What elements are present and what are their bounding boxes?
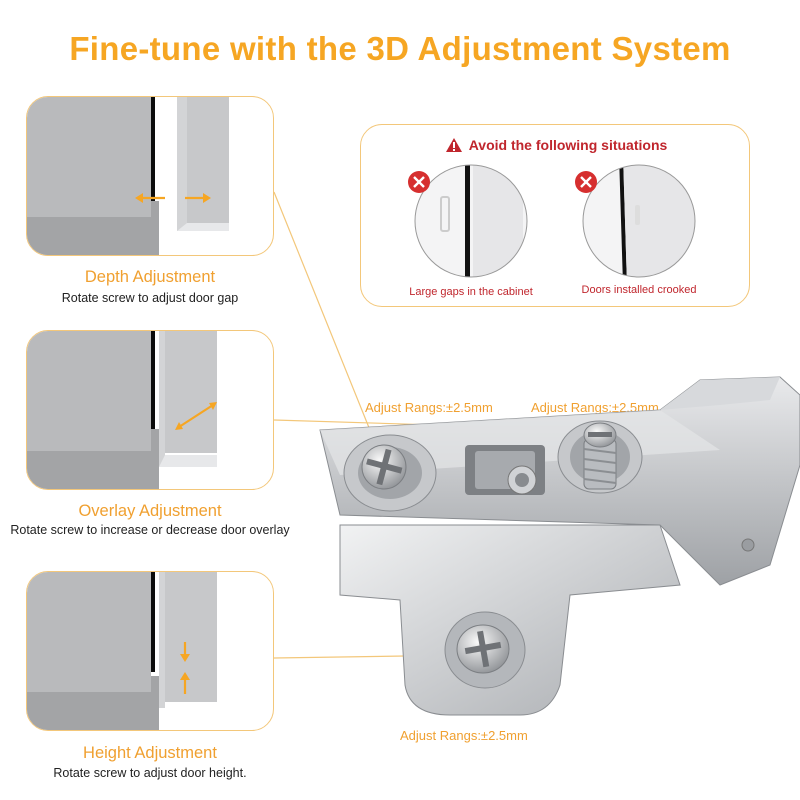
arrow-icon	[135, 193, 211, 203]
base-screw-range: Adjust Rangs:±2.5mm	[400, 728, 528, 743]
crooked-door-label: Doors installed crooked	[581, 284, 697, 296]
warning-heading: Avoid the following situations	[361, 137, 751, 153]
overlay-title: Overlay Adjustment	[78, 502, 222, 520]
page-title: Fine-tune with the 3D Adjustment System	[69, 30, 731, 67]
depth-title: Depth Adjustment	[84, 268, 216, 286]
crooked-door-image	[583, 165, 695, 277]
arrow-icon	[175, 402, 217, 430]
warning-box: Avoid the following situations	[360, 124, 750, 307]
x-mark-icon	[408, 171, 430, 193]
hinge-illustration	[319, 376, 800, 716]
height-title: Height Adjustment	[83, 744, 217, 762]
x-mark-icon	[575, 171, 597, 193]
depth-illustration	[27, 97, 229, 255]
warning-triangle-icon	[445, 138, 462, 152]
warning-illustrations	[408, 164, 696, 278]
large-gap-image	[415, 165, 527, 277]
height-illustration	[27, 572, 217, 730]
height-desc: Rotate screw to adjust door height.	[53, 766, 247, 780]
left-screw-range: Adjust Rangs:±2.5mm	[365, 400, 493, 415]
large-gap-label: Large gaps in the cabinet	[409, 286, 533, 298]
depth-panel	[26, 96, 274, 256]
overlay-desc: Rotate screw to increase or decrease doo…	[10, 523, 290, 537]
overlay-illustration	[27, 331, 217, 489]
overlay-panel	[26, 330, 274, 490]
right-screw-range: Adjust Rangs:±2.5mm	[531, 400, 659, 415]
height-panel	[26, 571, 274, 731]
depth-desc: Rotate screw to adjust door gap	[61, 291, 239, 305]
arrow-icon	[180, 642, 190, 694]
